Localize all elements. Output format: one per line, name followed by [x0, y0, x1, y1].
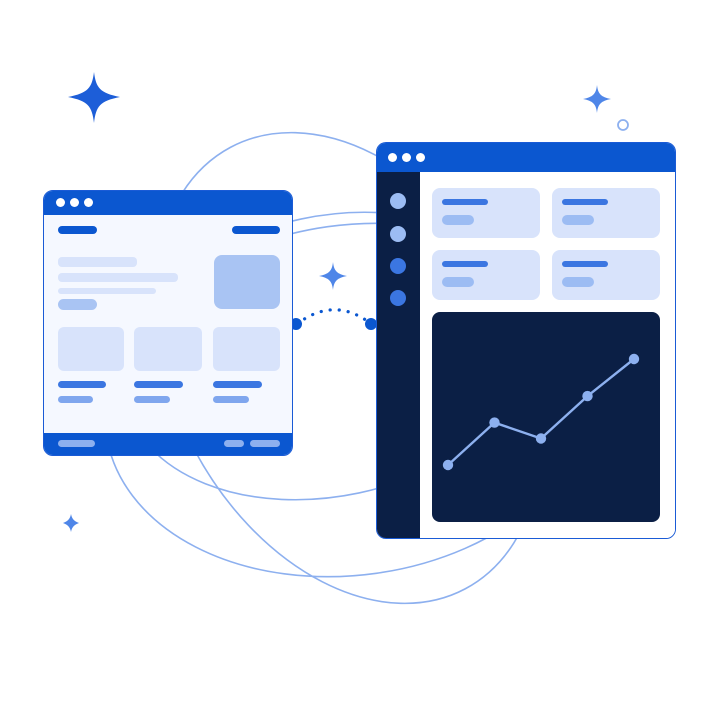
- website-window: [43, 190, 293, 456]
- sparkle-icon: [68, 72, 120, 123]
- dashboard-sidebar: [377, 172, 420, 538]
- content-card-placeholder: [213, 327, 280, 371]
- chart-point: [535, 433, 547, 444]
- dashboard-content: [420, 172, 675, 538]
- window-titlebar: [44, 191, 292, 215]
- card-title-placeholder: [58, 381, 106, 388]
- image-placeholder-icon: [214, 255, 280, 309]
- text-line-placeholder: [58, 288, 156, 294]
- window-control-dot: [388, 153, 397, 162]
- sidebar-nav-dot: [390, 290, 406, 306]
- connector-endpoint: [290, 318, 302, 330]
- stat-card-value: [442, 215, 474, 225]
- sidebar-nav-dot: [390, 258, 406, 274]
- stat-card-value: [562, 215, 594, 225]
- window-control-dot: [84, 198, 93, 207]
- sparkle-icon: [583, 85, 611, 113]
- line-chart-icon: [432, 312, 660, 522]
- card-text-placeholder: [213, 396, 249, 403]
- chart-point: [442, 459, 454, 471]
- sparkle-icon: [63, 514, 79, 532]
- stat-card: [552, 250, 660, 300]
- line-chart: [442, 353, 640, 471]
- window-control-dot: [416, 153, 425, 162]
- stat-card-value: [562, 277, 594, 287]
- sidebar-nav-dot: [390, 193, 406, 209]
- sidebar-nav-dot: [390, 226, 406, 242]
- card-title-placeholder: [213, 381, 262, 388]
- chart-point: [489, 417, 500, 428]
- footer-link-placeholder: [58, 440, 95, 447]
- card-title-placeholder: [134, 381, 183, 388]
- chart-point: [582, 390, 593, 402]
- chart-point: [628, 353, 640, 365]
- window-control-dot: [402, 153, 411, 162]
- window-control-dot: [70, 198, 79, 207]
- stat-card-title: [442, 261, 488, 267]
- stat-card-title: [562, 199, 608, 205]
- small-ring-icon: [617, 119, 629, 131]
- stat-card-title: [562, 261, 608, 267]
- connector-endpoint: [365, 318, 377, 330]
- stat-card-title: [442, 199, 488, 205]
- nav-logo-placeholder: [58, 226, 97, 234]
- nav-button-placeholder: [232, 226, 280, 234]
- text-line-placeholder: [58, 273, 178, 282]
- chart-series-line: [447, 358, 635, 466]
- content-card-placeholder: [134, 327, 202, 371]
- cta-placeholder: [58, 299, 97, 310]
- window-footer: [44, 433, 292, 455]
- connector-dotted-arc: [295, 308, 372, 326]
- stat-card: [432, 250, 540, 300]
- window-titlebar: [377, 143, 675, 172]
- stat-card-value: [442, 277, 474, 287]
- card-text-placeholder: [134, 396, 170, 403]
- headline-placeholder: [58, 257, 137, 267]
- sparkle-icon: [319, 262, 347, 290]
- stat-card: [432, 188, 540, 238]
- dashboard-window: [376, 142, 676, 539]
- footer-link-placeholder: [250, 440, 280, 447]
- stat-card: [552, 188, 660, 238]
- content-card-placeholder: [58, 327, 124, 371]
- window-control-dot: [56, 198, 65, 207]
- footer-link-placeholder: [224, 440, 244, 447]
- card-text-placeholder: [58, 396, 93, 403]
